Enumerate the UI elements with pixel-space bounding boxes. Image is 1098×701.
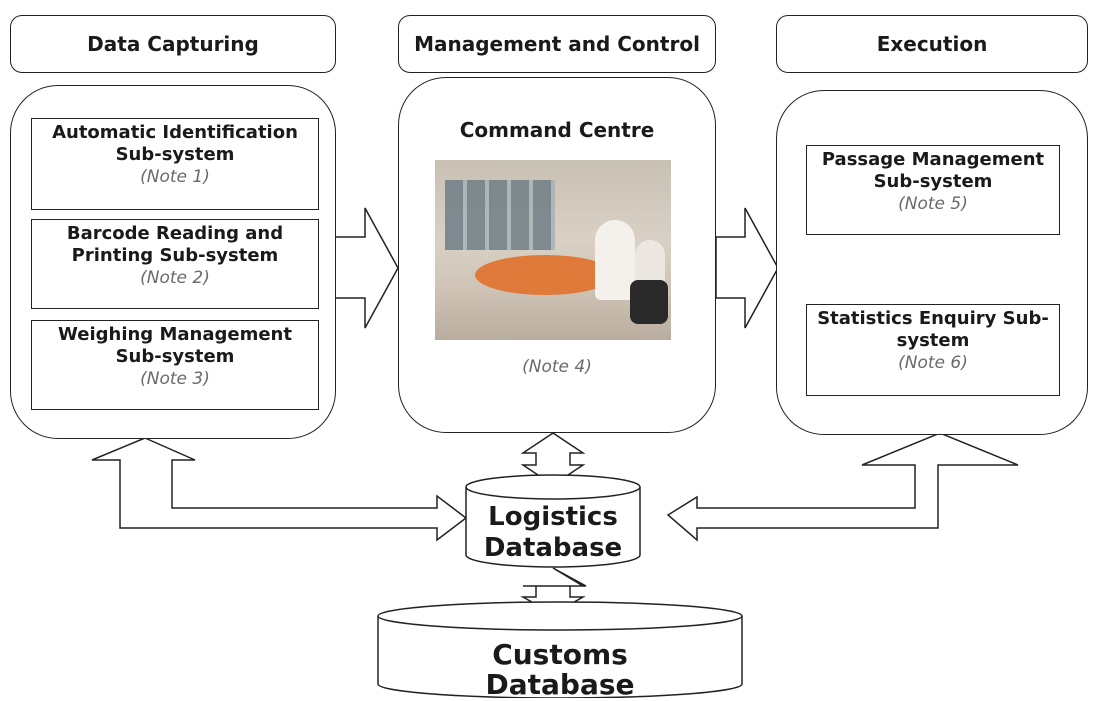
db-label-line: Database	[483, 533, 623, 563]
subsystem-title: Weighing Management Sub-system	[58, 324, 292, 367]
subsystem-title: Barcode Reading and Printing Sub-system	[66, 223, 284, 266]
automatic-identification-subsystem: Automatic Identification Sub-system (Not…	[31, 118, 319, 210]
subsystem-note: (Note 6)	[898, 353, 968, 373]
passage-management-subsystem: Passage Management Sub-system (Note 5)	[806, 145, 1060, 235]
command-centre-photo	[435, 160, 671, 340]
header-execution: Execution	[776, 15, 1088, 73]
customs-database-label: Customs Database	[378, 640, 742, 700]
subsystem-title: Automatic Identification Sub-system	[52, 122, 298, 165]
arrow-capture-to-command	[334, 207, 399, 329]
command-centre-note: (Note 4)	[522, 357, 592, 377]
weighing-management-subsystem: Weighing Management Sub-system (Note 3)	[31, 320, 319, 410]
logistics-database-cylinder	[465, 474, 641, 568]
subsystem-note: (Note 2)	[140, 268, 210, 288]
header-label: Execution	[876, 32, 988, 56]
subsystem-title: Statistics Enquiry Sub-system	[817, 308, 1049, 351]
arrow-command-to-execution	[715, 207, 779, 329]
subsystem-note: (Note 5)	[898, 194, 968, 214]
customs-database-cylinder	[377, 601, 743, 698]
command-centre-title: Command Centre	[459, 118, 655, 142]
subsystem-note: (Note 1)	[140, 167, 210, 187]
arrow-capture-logistics	[91, 437, 468, 542]
db-label-line: Database	[485, 668, 635, 701]
header-management-control: Management and Control	[398, 15, 716, 73]
header-label: Data Capturing	[87, 32, 259, 56]
db-label-line: Logistics	[488, 502, 618, 532]
barcode-subsystem: Barcode Reading and Printing Sub-system …	[31, 219, 319, 309]
subsystem-note: (Note 3)	[140, 369, 210, 389]
logistics-database-label: Logistics Database	[466, 502, 640, 564]
statistics-enquiry-subsystem: Statistics Enquiry Sub-system (Note 6)	[806, 304, 1060, 396]
subsystem-title: Passage Management Sub-system	[821, 149, 1045, 192]
header-data-capturing: Data Capturing	[10, 15, 336, 73]
arrow-logistics-execution	[666, 432, 1019, 542]
header-label: Management and Control	[414, 32, 700, 56]
db-label-line: Customs	[492, 638, 628, 671]
